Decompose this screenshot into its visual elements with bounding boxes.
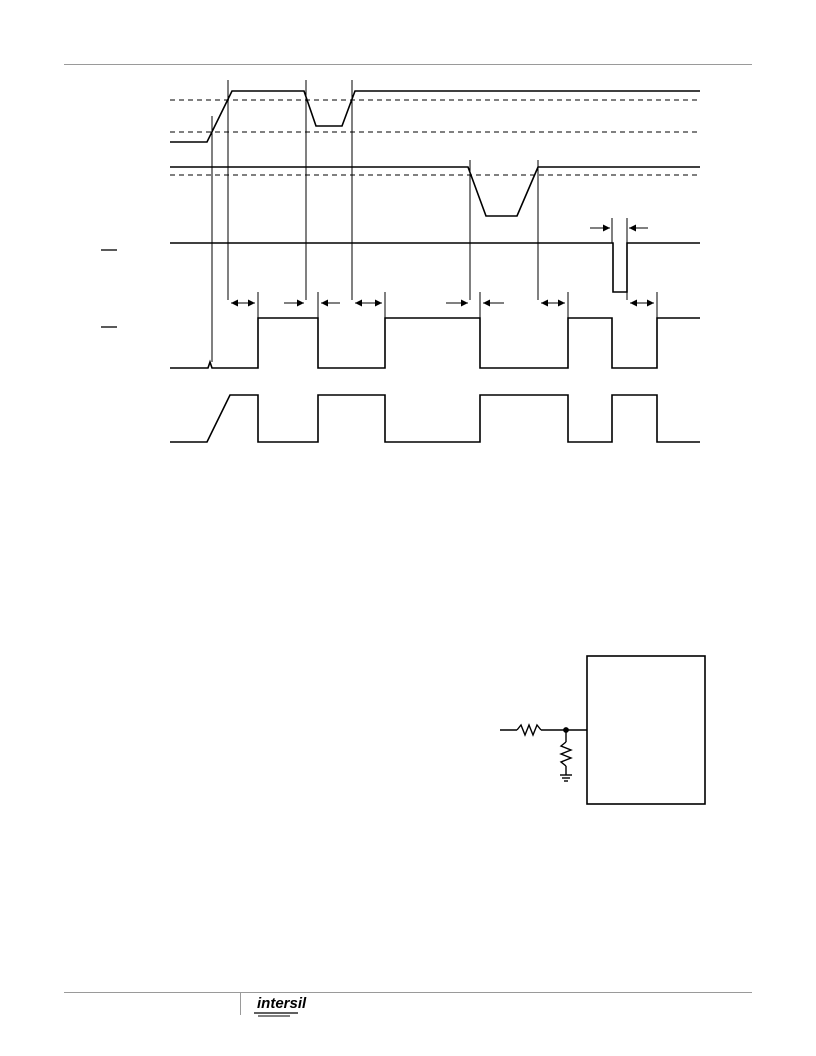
header-rule xyxy=(64,64,752,65)
logo-text: intersil xyxy=(257,995,307,1012)
timing-diagram xyxy=(101,80,700,443)
interval-arrows xyxy=(231,224,654,307)
ic-block xyxy=(586,655,706,805)
ground-symbol xyxy=(560,774,572,782)
schematic xyxy=(500,655,706,805)
waveform-input-pulse xyxy=(170,242,700,293)
footer-divider xyxy=(240,993,241,1015)
intersil-logo: intersil xyxy=(254,995,307,1017)
series-resistor xyxy=(516,723,542,737)
waveform-supply-1 xyxy=(170,90,700,143)
waveform-supply-2 xyxy=(170,166,700,217)
timing-reference-lines xyxy=(211,80,658,362)
waveform-reset-low xyxy=(170,317,700,369)
shunt-resistor xyxy=(559,741,573,767)
waveform-reset-high xyxy=(170,394,700,443)
footer-rule xyxy=(64,992,752,993)
